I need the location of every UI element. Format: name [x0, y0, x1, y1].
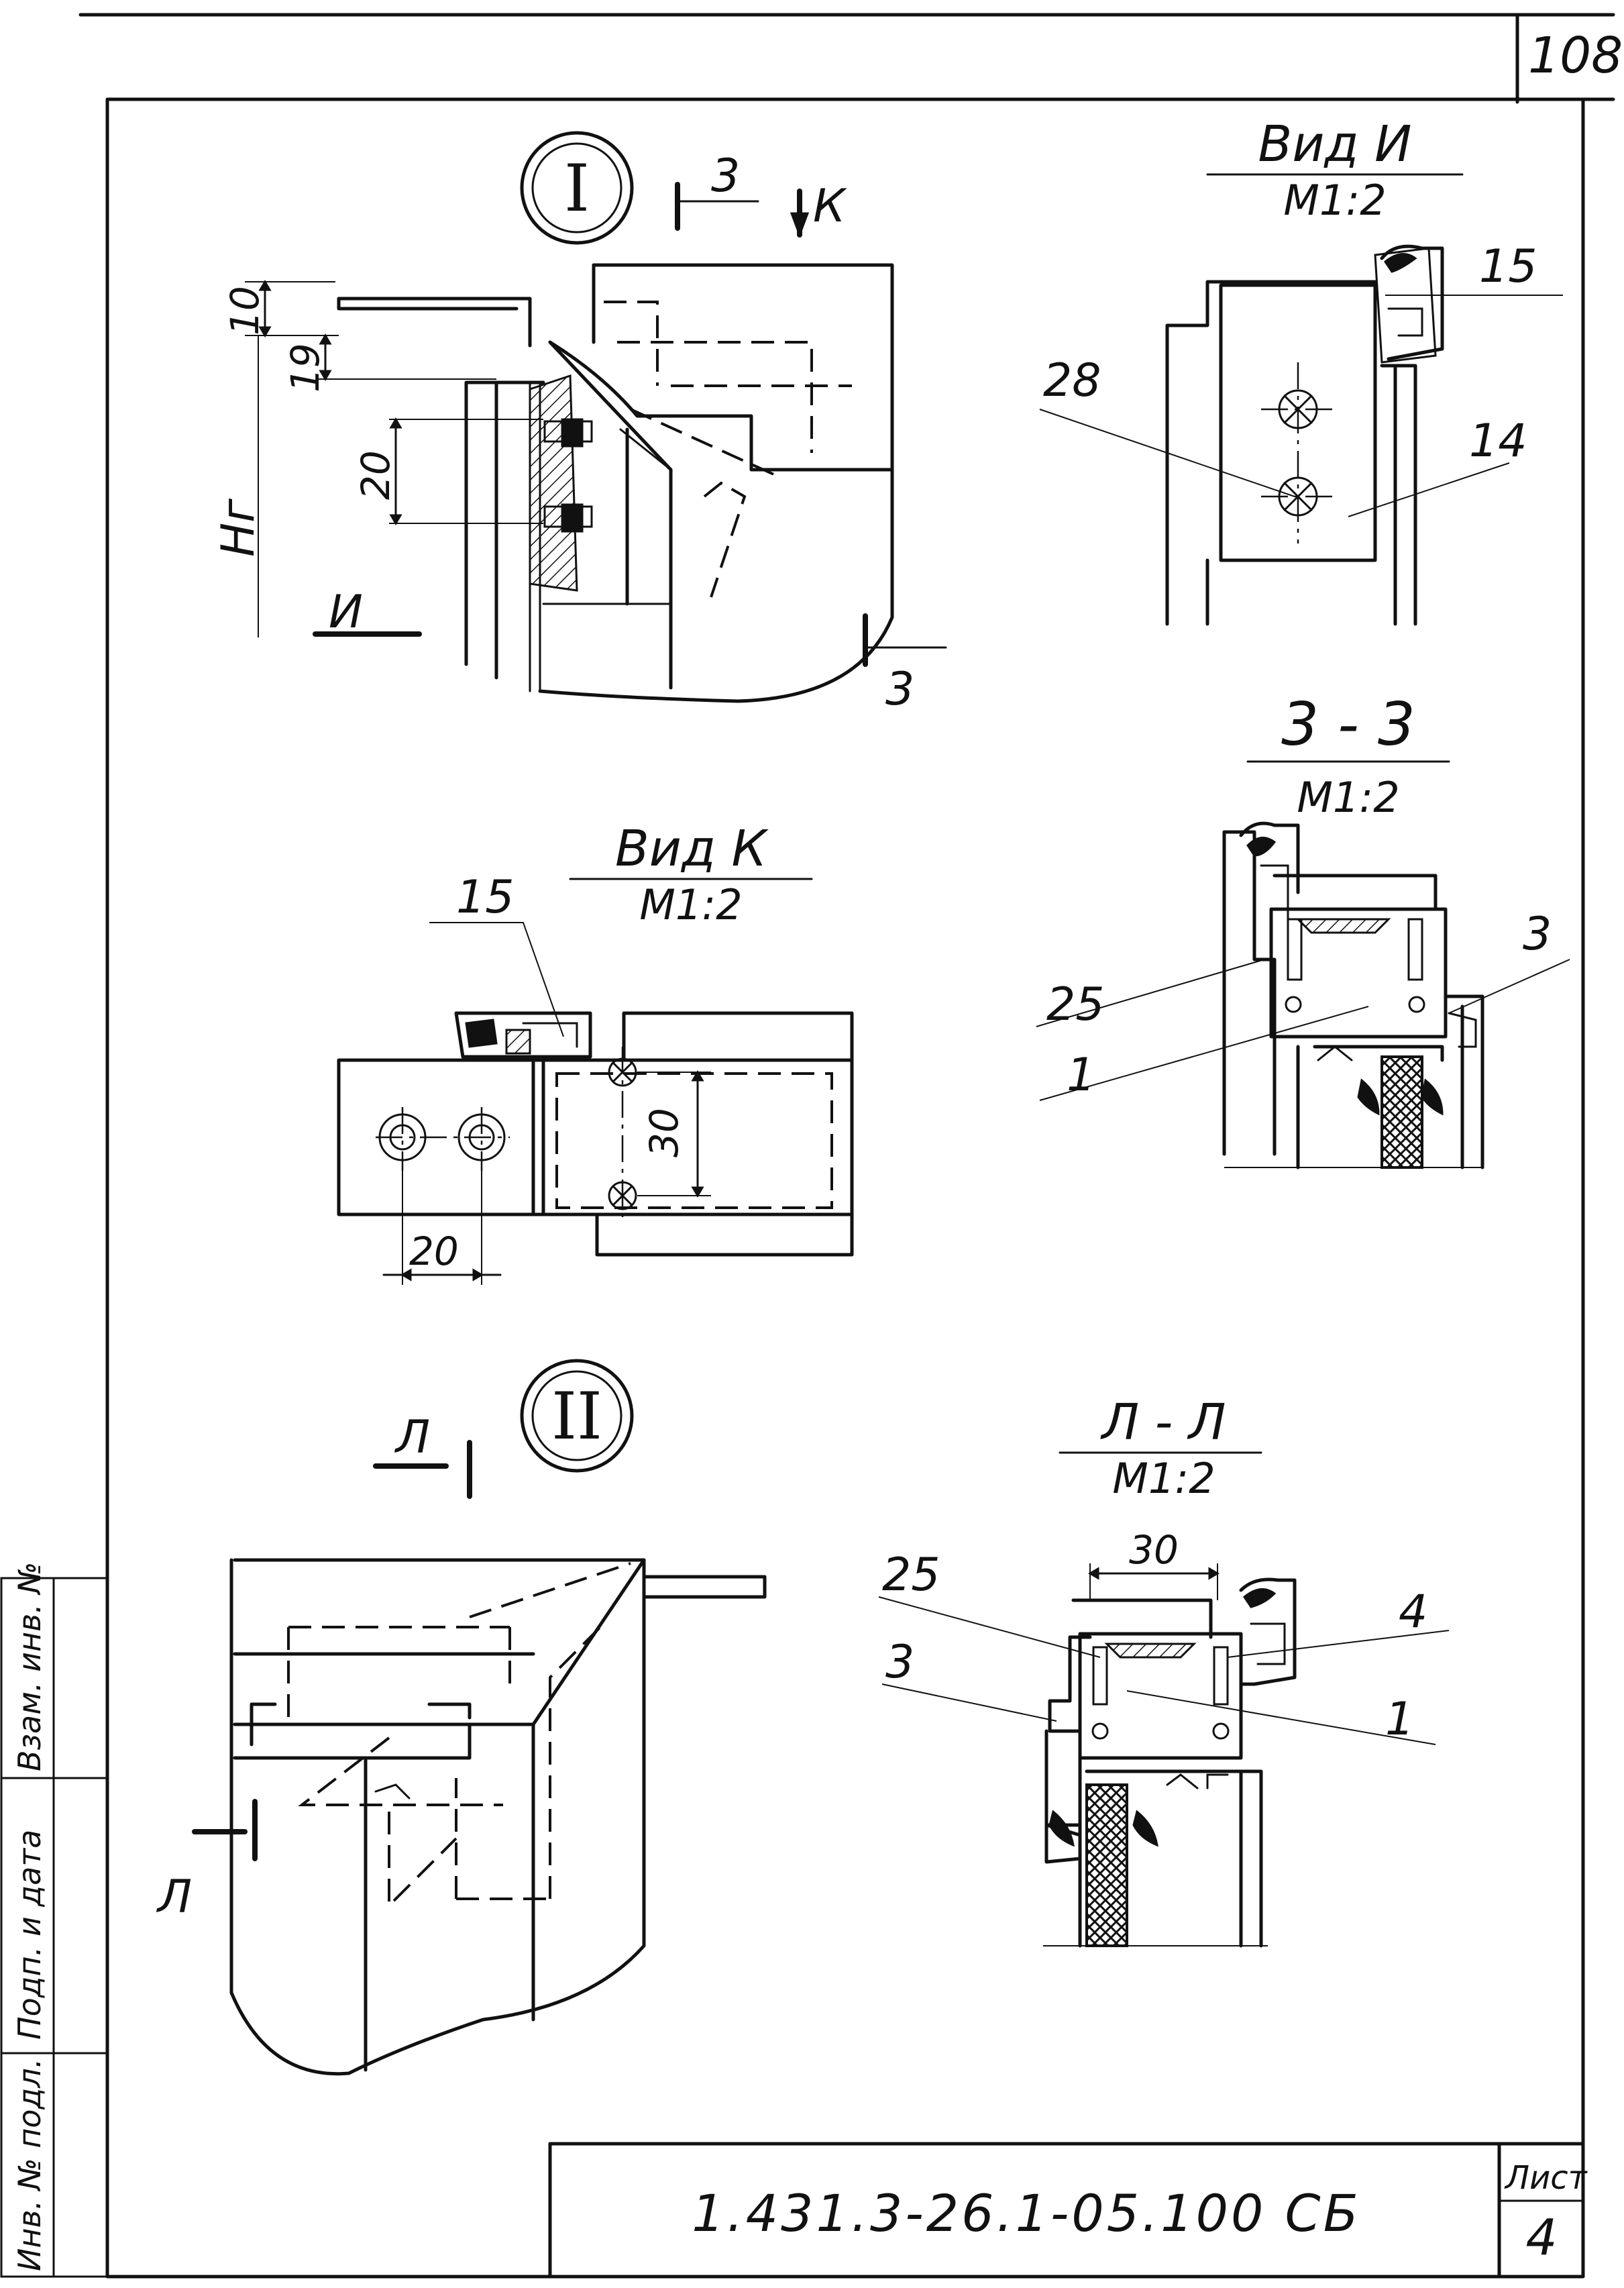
dim-hz: Нг	[212, 498, 265, 557]
node-1-section-marks	[313, 182, 947, 667]
view-i-leader-15: 15	[1479, 240, 1537, 293]
node-1-marker	[520, 131, 634, 245]
view-i-leader-14: 14	[1469, 415, 1527, 468]
section-ll-dim-30: 30	[1129, 1527, 1179, 1573]
sheet-label: Лист	[1504, 2159, 1588, 2197]
view-i-leader-28: 28	[1043, 354, 1101, 407]
view-k-title: Вид К	[615, 820, 769, 878]
section-33-leader-3: 3	[1523, 908, 1552, 961]
section-ll-leader-25: 25	[882, 1549, 940, 1602]
section-ll-drawing	[878, 1563, 1450, 1948]
section-ll-leader-4: 4	[1399, 1585, 1427, 1639]
side-stamp	[0, 1577, 109, 2278]
node-2-section-mark-bottom: Л	[156, 1871, 192, 1924]
node-1-view-mark-i: И	[329, 586, 363, 639]
node-1-section-mark-top: 3	[711, 150, 740, 203]
stamp-sign-date: Подп. и дата	[11, 1830, 48, 2040]
section-33-leader-1: 1	[1067, 1049, 1095, 1102]
section-33-drawing	[1036, 821, 1570, 1169]
stamp-inv-orig: Инв. № подл.	[11, 2059, 48, 2271]
sheet-number: 4	[1525, 2209, 1557, 2267]
section-ll-leader-1: 1	[1385, 1693, 1414, 1746]
view-k-dim-20: 20	[409, 1229, 459, 1274]
dim-10: 10	[222, 286, 268, 335]
section-ll-scale: М1:2	[1112, 1454, 1215, 1503]
section-ll-title: Л - Л	[1099, 1394, 1226, 1451]
dim-20-node1: 20	[353, 450, 398, 500]
section-33-title: 3 - 3	[1281, 690, 1415, 759]
view-k-scale: М1:2	[639, 880, 742, 929]
view-k-drawing	[337, 922, 854, 1285]
stamp-replace-inv: Взам. инв. №	[11, 1562, 48, 1771]
section-ll-leader-3: 3	[885, 1636, 914, 1689]
node-1-label: I	[564, 151, 590, 226]
page-number: 108	[1528, 27, 1623, 85]
sheet-frame	[78, 13, 1615, 2279]
view-k-dim-30: 30	[641, 1108, 687, 1157]
dim-19: 19	[282, 343, 328, 393]
node-1-view-mark-k: К	[813, 180, 847, 233]
section-33-leader-25: 25	[1046, 978, 1105, 1031]
node-1-section-mark-bottom: 3	[885, 663, 914, 716]
node-2-marker	[520, 1359, 634, 1473]
view-i-drawing	[1039, 244, 1563, 626]
view-k-leader-15: 15	[456, 871, 515, 924]
node-2-section-mark-top: Л	[394, 1411, 430, 1464]
view-i-title: Вид И	[1258, 115, 1412, 173]
document-code: 1.431.3-26.1-05.100 СБ	[692, 2183, 1360, 2243]
view-i-scale: М1:2	[1283, 176, 1386, 225]
node-1-drawing	[245, 263, 894, 703]
node-2-section-marks	[192, 1440, 472, 1861]
node-2-label: II	[551, 1379, 602, 1454]
section-33-scale: М1:2	[1297, 773, 1399, 822]
node-2-drawing	[229, 1558, 767, 2076]
title-block	[548, 2142, 1585, 2279]
